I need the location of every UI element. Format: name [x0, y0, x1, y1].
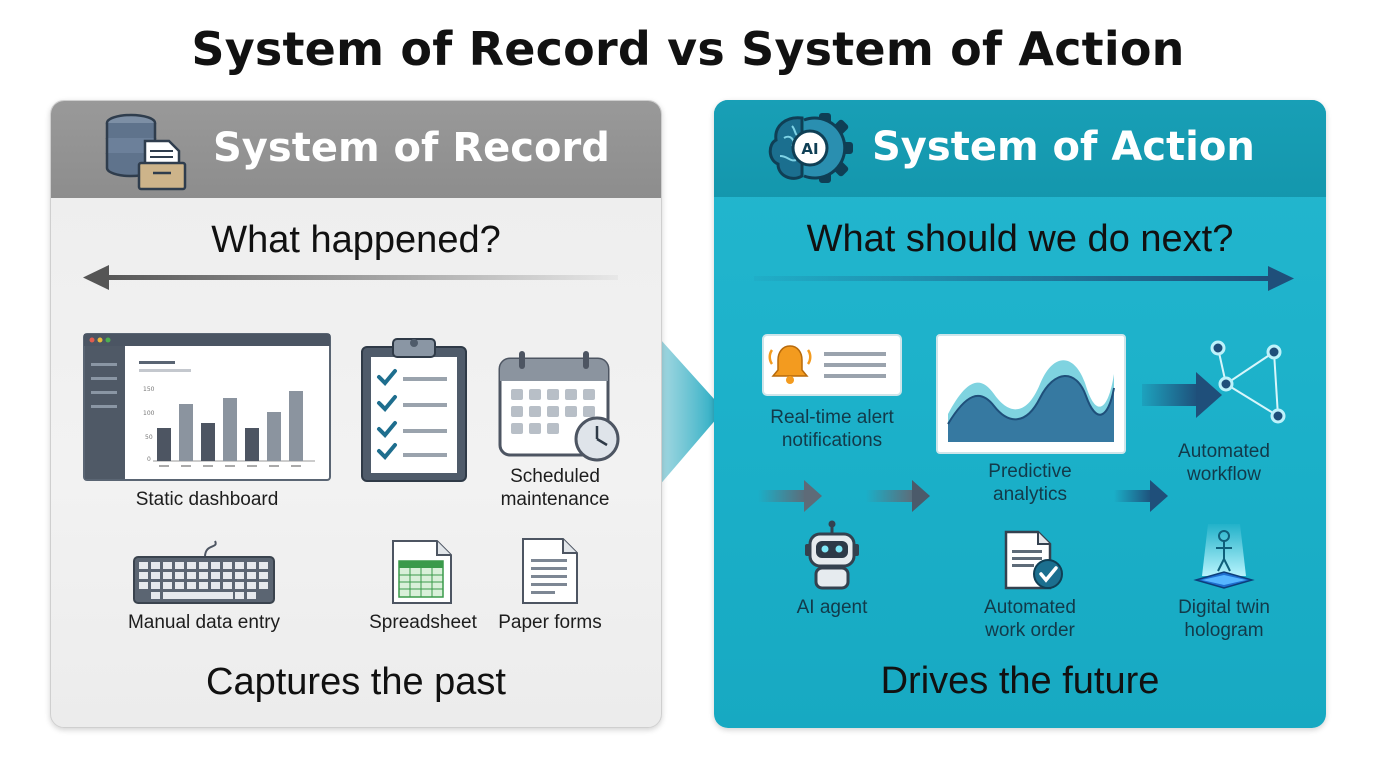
spreadsheet-label: Spreadsheet	[369, 612, 477, 633]
analytics-chart-icon	[936, 334, 1126, 454]
dashboard-icon: 150 100 50 0	[83, 333, 331, 481]
system-of-action-panel: AI System of Action What should we do ne…	[714, 100, 1326, 728]
maintenance-label: Scheduled maintenance	[475, 465, 635, 511]
right-footer: Drives the future	[880, 660, 1160, 702]
alerts-label-line2: notifications	[781, 430, 883, 451]
dashboard-label: Static dashboard	[135, 489, 279, 510]
bell-icon	[762, 334, 902, 396]
work-order-label-line2: work order	[985, 620, 1075, 641]
axis-tick: 150	[143, 386, 155, 393]
workflow-label-line1: Automated	[1178, 441, 1270, 462]
left-question: What happened?	[211, 219, 501, 261]
clipboard-icon	[361, 338, 467, 482]
data-entry-label: Manual data entry	[127, 612, 281, 633]
left-footer: Captures the past	[206, 661, 506, 703]
axis-tick: 50	[145, 434, 153, 441]
keyboard-icon	[133, 540, 275, 604]
brain-gear-icon: AI	[768, 113, 853, 183]
paper-forms-label: Paper forms	[498, 612, 602, 633]
workflow-label-line2: workflow	[1187, 464, 1261, 485]
past-arrow	[83, 265, 618, 290]
robot-icon	[805, 520, 859, 590]
analytics-label-line2: analytics	[993, 484, 1067, 505]
work-order-label: Automated work order	[950, 596, 1110, 642]
work-order-label-line1: Automated	[984, 597, 1076, 618]
clock-icon	[574, 416, 620, 462]
analytics-label: Predictive analytics	[950, 460, 1110, 506]
twin-label-line2: hologram	[1184, 620, 1264, 641]
future-arrow	[754, 266, 1294, 291]
maintenance-label-line1: Scheduled	[510, 466, 600, 487]
system-of-record-panel: System of Record What happened? 150 100 …	[50, 100, 662, 728]
hologram-icon	[1193, 524, 1255, 589]
maintenance-label-line2: maintenance	[500, 489, 610, 510]
right-question: What should we do next?	[806, 218, 1234, 260]
alerts-label-line1: Real-time alert	[770, 407, 894, 428]
spreadsheet-icon	[392, 540, 452, 604]
twin-label: Digital twin hologram	[1144, 596, 1304, 642]
calendar-icon	[498, 351, 620, 462]
page-title: System of Record vs System of Action	[191, 22, 1185, 76]
axis-tick: 0	[147, 456, 151, 463]
workflow-label: Automated workflow	[1144, 440, 1304, 486]
system-of-record-header: System of Record	[51, 101, 661, 198]
axis-tick: 100	[143, 410, 155, 417]
flow-arrows	[758, 480, 1168, 512]
twin-label-line1: Digital twin	[1178, 597, 1270, 618]
system-of-record-title: System of Record	[213, 125, 610, 171]
system-of-action-title: System of Action	[872, 124, 1255, 170]
database-icon	[105, 113, 187, 191]
ai-agent-label: AI agent	[796, 597, 868, 618]
analytics-label-line1: Predictive	[988, 461, 1072, 482]
alerts-label: Real-time alert notifications	[752, 406, 912, 452]
work-order-icon	[1004, 530, 1063, 590]
document-icon	[522, 538, 578, 604]
folder-icon	[137, 139, 187, 191]
network-icon	[1142, 340, 1286, 424]
ai-badge: AI	[801, 140, 818, 158]
system-of-action-header: AI System of Action	[714, 100, 1326, 197]
